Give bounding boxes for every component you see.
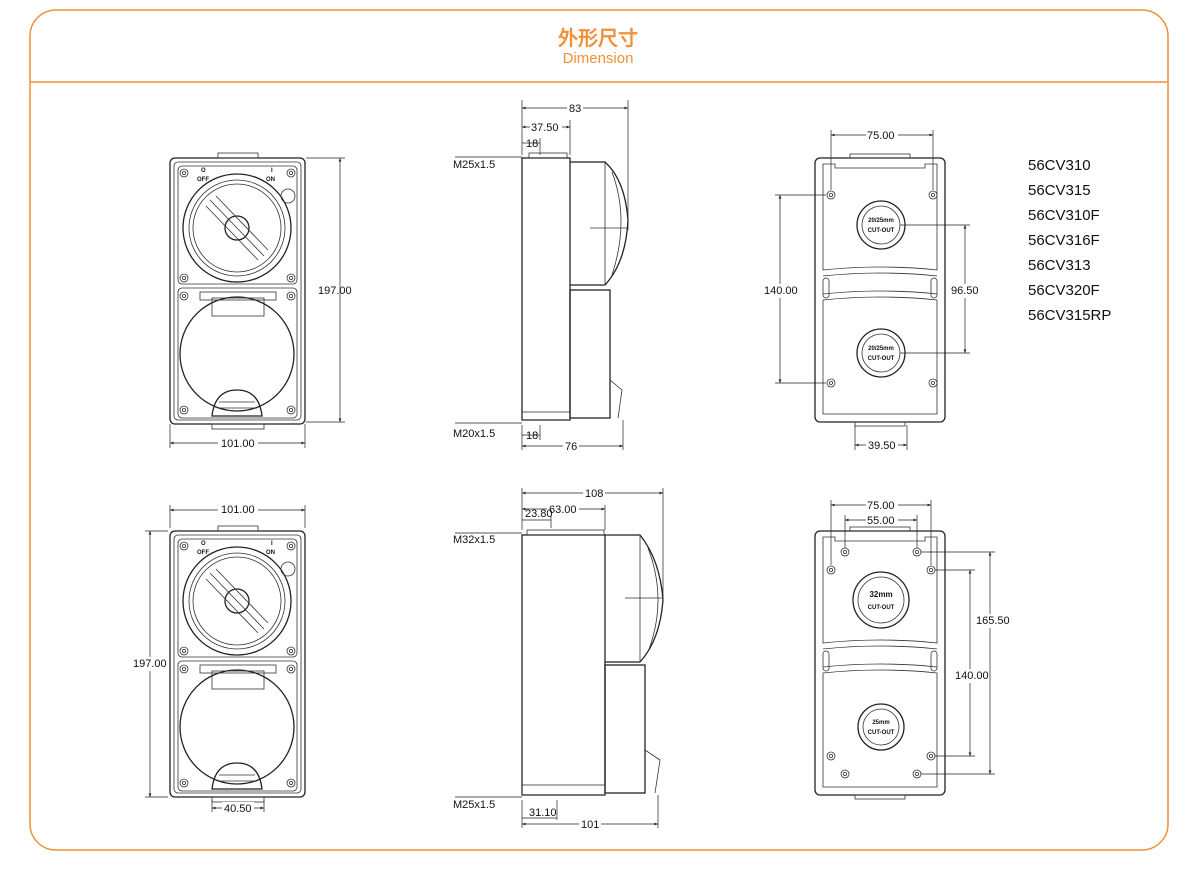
svg-text:37.50: 37.50 (531, 122, 559, 134)
svg-text:I: I (271, 541, 273, 547)
side-view-bottom: M32x1.5 M25x1.5 108 63.00 23.80 31.10 10… (453, 487, 664, 831)
svg-text:140.00: 140.00 (764, 285, 798, 297)
model-item: 56CV315RP (1028, 307, 1111, 324)
svg-text:M20x1.5: M20x1.5 (453, 428, 495, 440)
model-item: 56CV310 (1028, 157, 1091, 174)
svg-text:ON: ON (266, 177, 275, 183)
outer-frame (29, 9, 1169, 851)
model-item: 56CV316F (1028, 232, 1100, 249)
svg-text:CUT-OUT: CUT-OUT (868, 356, 895, 362)
title-cn: 外形尺寸 (558, 26, 638, 50)
svg-text:23.80: 23.80 (525, 508, 553, 520)
model-item: 56CV310F (1028, 207, 1100, 224)
svg-text:55.00: 55.00 (867, 515, 895, 527)
svg-text:18: 18 (526, 430, 538, 442)
svg-text:140.00: 140.00 (955, 670, 989, 682)
svg-text:M32x1.5: M32x1.5 (453, 534, 495, 546)
front-view-bottom: O OFF I ON 101.00 197.00 40.50 (132, 503, 305, 815)
svg-text:197.00: 197.00 (133, 658, 167, 670)
dim-width: 101.00 (221, 438, 255, 450)
svg-text:101.00: 101.00 (221, 504, 255, 516)
svg-text:32mm: 32mm (869, 590, 892, 599)
model-item: 56CV315 (1028, 182, 1091, 199)
back-view-top: 20/25mm CUT-OUT 20/25mm CUT-OUT 75.00 14… (762, 129, 980, 452)
svg-text:75.00: 75.00 (867, 500, 895, 512)
svg-text:40.50: 40.50 (224, 803, 252, 815)
title-en: Dimension (563, 50, 634, 67)
svg-text:M25x1.5: M25x1.5 (453, 159, 495, 171)
side-view-top: M25x1.5 M20x1.5 83 37.50 18 18 76 (453, 100, 629, 453)
svg-text:83: 83 (569, 103, 581, 115)
svg-text:ON: ON (266, 550, 275, 556)
svg-text:18: 18 (526, 138, 538, 150)
svg-text:O: O (201, 541, 206, 547)
svg-text:CUT-OUT: CUT-OUT (868, 605, 895, 611)
svg-text:165.50: 165.50 (976, 615, 1010, 627)
svg-text:63.00: 63.00 (549, 504, 577, 516)
model-item: 56CV320F (1028, 282, 1100, 299)
svg-text:OFF: OFF (197, 550, 209, 556)
svg-text:31.10: 31.10 (529, 807, 557, 819)
svg-text:20/25mm: 20/25mm (868, 346, 894, 352)
svg-text:CUT-OUT: CUT-OUT (868, 730, 895, 736)
dim-height: 197.00 (318, 285, 352, 297)
svg-text:76: 76 (565, 441, 577, 453)
svg-text:39.50: 39.50 (868, 440, 896, 452)
front-view-top: O OFF I ON 197.00 101.00 (170, 153, 352, 450)
svg-text:CUT-OUT: CUT-OUT (868, 228, 895, 234)
svg-text:OFF: OFF (197, 177, 209, 183)
svg-text:75.00: 75.00 (867, 130, 895, 142)
svg-text:101: 101 (581, 819, 599, 831)
svg-text:O: O (201, 168, 206, 174)
svg-text:96.50: 96.50 (951, 285, 979, 297)
svg-text:20/25mm: 20/25mm (868, 218, 894, 224)
model-item: 56CV313 (1028, 257, 1091, 274)
model-list: 56CV310 56CV315 56CV310F 56CV316F 56CV31… (1028, 157, 1111, 324)
svg-text:108: 108 (585, 488, 603, 500)
svg-text:M25x1.5: M25x1.5 (453, 799, 495, 811)
svg-text:I: I (271, 168, 273, 174)
back-view-bottom: 32mm CUT-OUT 25mm CUT-OUT 75.00 55.00 16… (814, 499, 1010, 800)
svg-text:25mm: 25mm (872, 720, 889, 726)
